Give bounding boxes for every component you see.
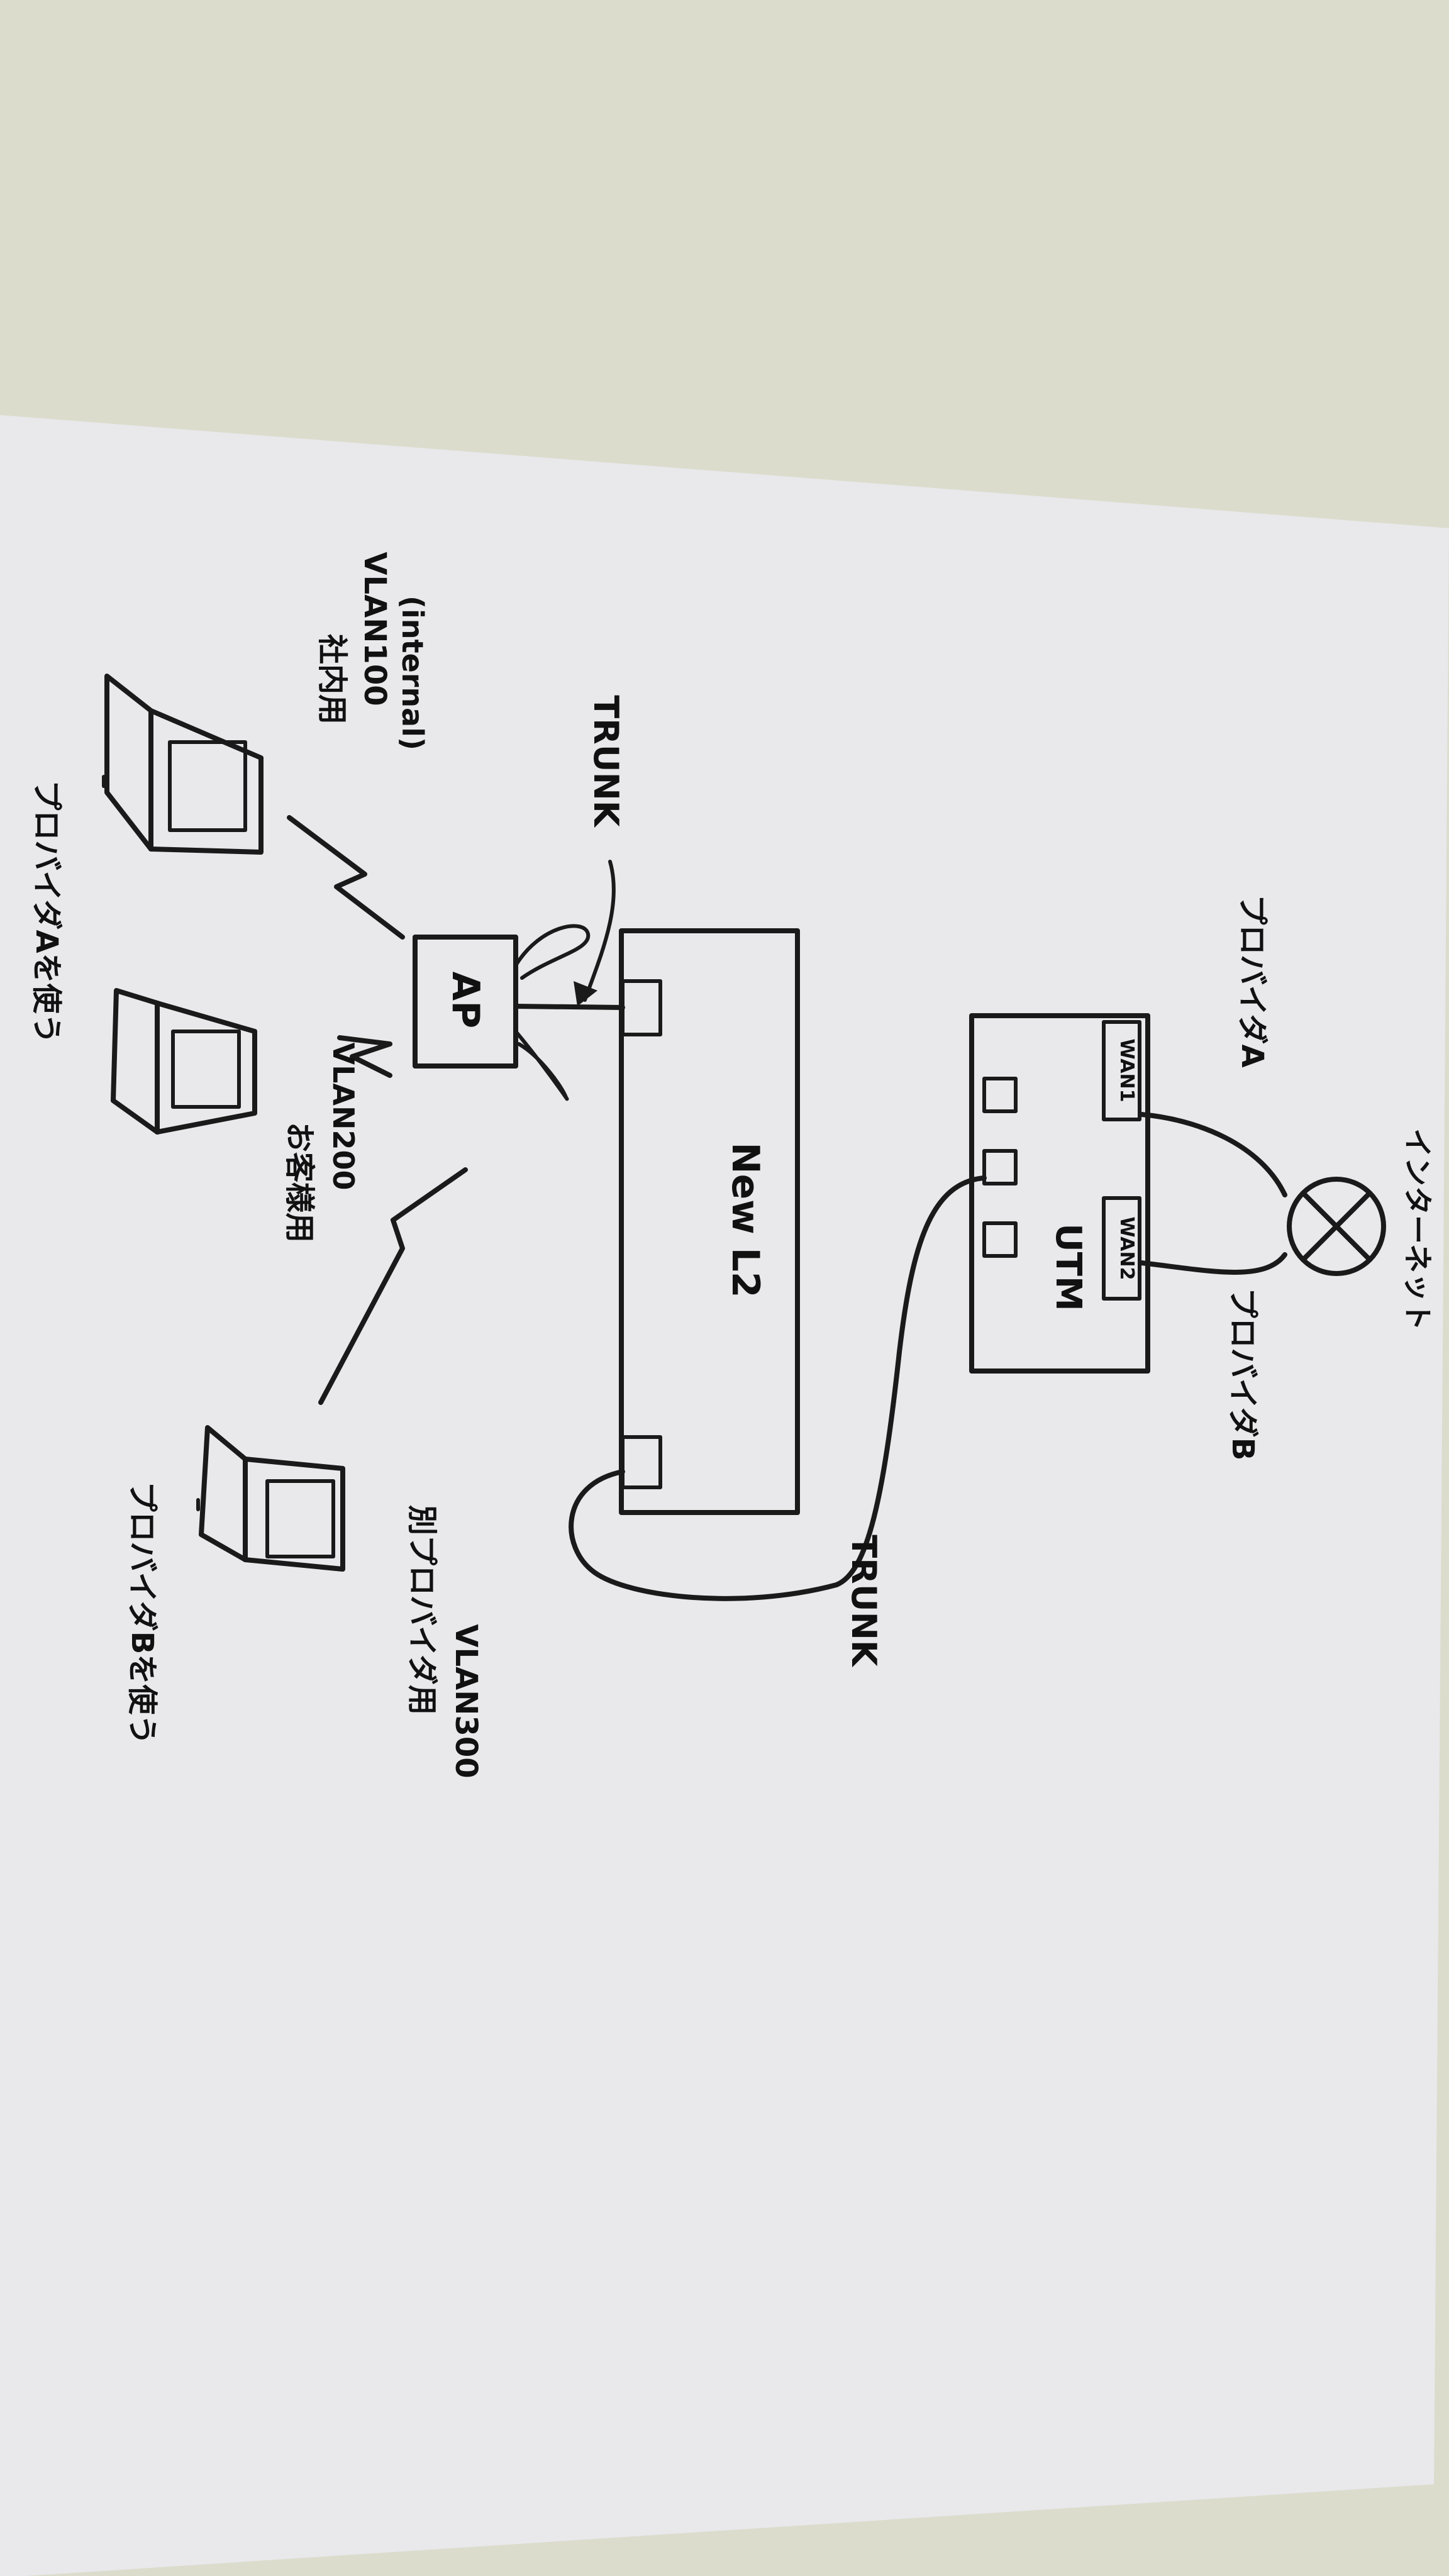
- utm-lan-port: [982, 1221, 1018, 1258]
- provider-a-link: [1139, 1112, 1287, 1197]
- ap-switch-link: [513, 1004, 625, 1010]
- provider-a-label: プロバイダA: [1235, 894, 1270, 1067]
- vlan100-purpose: 社内用: [314, 634, 350, 724]
- wireless-link-vlan300: [318, 1167, 468, 1405]
- trunk-cable-utm: [569, 1175, 987, 1601]
- vlan300-purpose: 別プロバイダ用: [404, 1505, 440, 1715]
- antenna-icon: [514, 1030, 569, 1101]
- access-point: AP: [413, 924, 591, 1101]
- vlan200-id: VLAN200: [326, 1042, 360, 1190]
- vlan100-id: VLAN100: [357, 552, 392, 706]
- utm-lan-port: [982, 1077, 1018, 1113]
- wan2-label: WAN2: [1116, 1217, 1138, 1280]
- laptop-icon: [196, 1425, 345, 1572]
- provider-b-label: プロバイダB: [1225, 1288, 1260, 1461]
- internet-icon: [1287, 1177, 1386, 1276]
- trunk-label-ap: TRUNK: [586, 695, 626, 828]
- wan1-label: WAN1: [1116, 1039, 1138, 1102]
- laptop-icon: [111, 988, 257, 1135]
- wan2-port: [1102, 1196, 1141, 1301]
- vlan100-tag: (internal): [396, 596, 430, 750]
- paper-sheet: [0, 415, 1449, 2576]
- trunk-label-utm: TRUNK: [844, 1535, 884, 1667]
- trunk-arrow: [583, 860, 616, 1002]
- utm-device: WAN1 WAN2 UTM: [969, 1013, 1150, 1374]
- internet-label: インターネット: [1401, 1128, 1435, 1331]
- wan1-port: [1102, 1020, 1141, 1121]
- ap-label: AP: [443, 972, 487, 1028]
- l2-switch: New L2: [619, 928, 800, 1515]
- vlan200-purpose: お客様用: [282, 1122, 317, 1243]
- vlan300-client-note: プロバイダBを使う: [125, 1482, 160, 1745]
- utm-lan-port: [982, 1149, 1018, 1185]
- provider-b-link: [1139, 1252, 1287, 1275]
- wireless-link-vlan200: [337, 1035, 392, 1078]
- switch-label: New L2: [723, 1142, 767, 1297]
- switch-port: [621, 1435, 662, 1489]
- laptop-icon: [102, 674, 264, 855]
- wireless-link-vlan100: [287, 815, 405, 940]
- trunk-arrow-head: [574, 981, 597, 1006]
- vlan100-client-note: プロバイダAを使う: [29, 780, 64, 1043]
- vlan300-id: VLAN300: [448, 1624, 484, 1778]
- utm-label: UTM: [1048, 1223, 1089, 1311]
- antenna-icon: [514, 924, 591, 980]
